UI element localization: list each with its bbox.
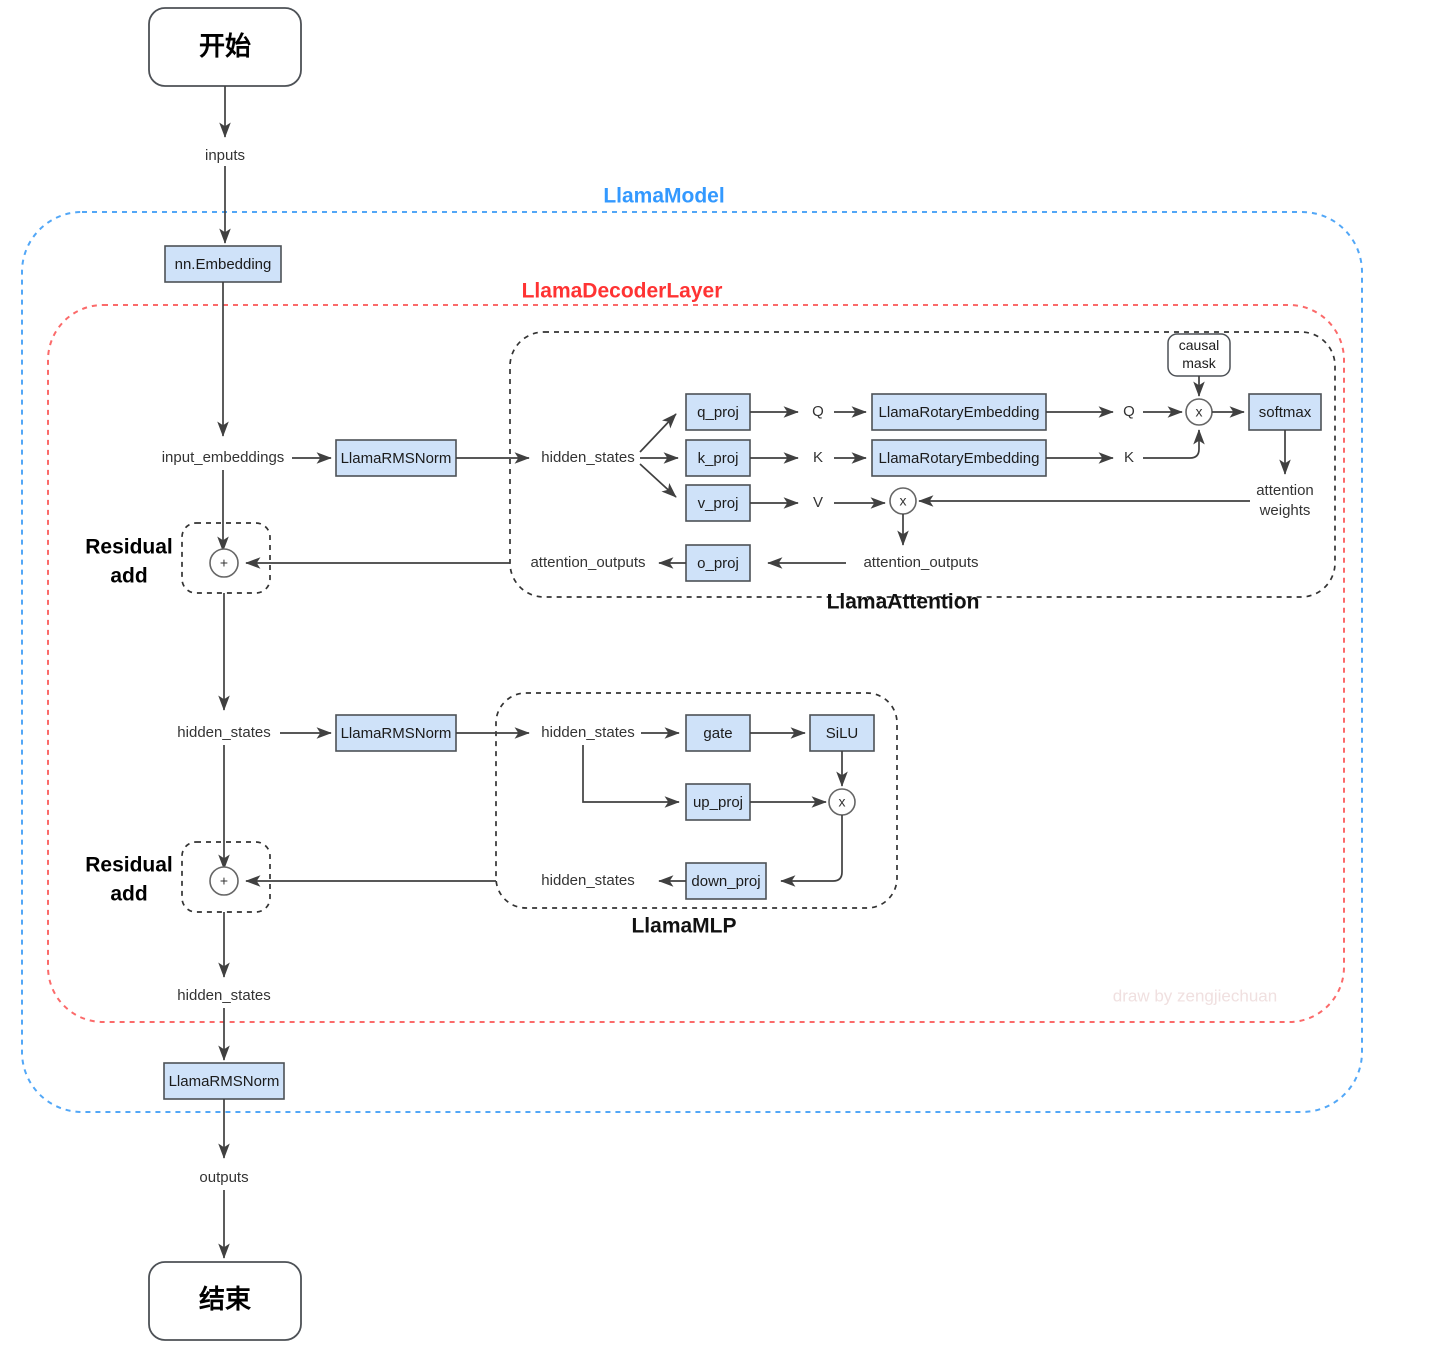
edge-label-hidden-states-mlp-in: hidden_states bbox=[541, 724, 634, 741]
node-rmsnorm-final bbox=[163, 1062, 285, 1100]
terminal-start-label: 开始 bbox=[199, 31, 251, 61]
residual-add-1-circle bbox=[209, 548, 239, 578]
edge-label-hidden-states-post: hidden_states bbox=[177, 987, 270, 1004]
edge-label-inputs: inputs bbox=[205, 147, 245, 164]
terminal-end bbox=[148, 1261, 302, 1341]
group-llama-attention-label: LlamaAttention bbox=[827, 591, 980, 614]
edge-label-input-embeddings: input_embeddings bbox=[162, 449, 285, 466]
edge-hidden-to-qproj bbox=[639, 413, 677, 453]
terminal-end-label: 结束 bbox=[199, 1284, 252, 1314]
node-k-proj-label: k_proj bbox=[698, 450, 739, 467]
node-nn-embedding bbox=[164, 245, 282, 283]
residual-add-1-box bbox=[181, 522, 271, 594]
group-llama-mlp bbox=[495, 692, 898, 909]
edge-hidden-to-vproj bbox=[639, 463, 677, 498]
node-down-proj-label: down_proj bbox=[691, 873, 760, 890]
node-rmsnorm-1-label: LlamaRMSNorm bbox=[341, 450, 452, 467]
node-nn-embedding-label: nn.Embedding bbox=[175, 256, 272, 273]
edge-label-hidden-states-mid: hidden_states bbox=[177, 724, 270, 741]
edge-label-v: V bbox=[813, 494, 823, 511]
node-rotary-q-label: LlamaRotaryEmbedding bbox=[879, 404, 1040, 421]
residual-add-2-circle bbox=[209, 866, 239, 896]
node-rmsnorm-1 bbox=[335, 439, 457, 477]
group-llama-mlp-label: LlamaMLP bbox=[631, 915, 736, 938]
group-llama-model-label: LlamaModel bbox=[603, 185, 724, 208]
node-up-proj bbox=[685, 783, 751, 821]
node-down-proj bbox=[685, 862, 767, 900]
op-mul-mlp-symbol: x bbox=[839, 794, 846, 810]
edge-label-hidden-states-mlp-out: hidden_states bbox=[541, 872, 634, 889]
edge-label-outputs: outputs bbox=[199, 1169, 248, 1186]
edge-label-hidden-states-attn-in: hidden_states bbox=[541, 449, 634, 466]
node-silu-label: SiLU bbox=[826, 725, 859, 742]
edge-mlp-hidden-to-upproj bbox=[582, 745, 680, 808]
node-gate bbox=[685, 714, 751, 752]
edge-label-k: K bbox=[813, 449, 823, 466]
node-k-proj bbox=[685, 439, 751, 477]
edge-mul-to-downproj bbox=[780, 815, 843, 887]
residual-add-2-label-line1: Residual bbox=[85, 854, 173, 877]
node-q-proj-label: q_proj bbox=[697, 404, 739, 421]
group-llama-decoder-layer-label: LlamaDecoderLayer bbox=[522, 280, 723, 303]
node-rmsnorm-final-label: LlamaRMSNorm bbox=[169, 1073, 280, 1090]
node-rmsnorm-2-label: LlamaRMSNorm bbox=[341, 725, 452, 742]
node-softmax-label: softmax bbox=[1259, 404, 1312, 421]
group-llama-model bbox=[21, 211, 1363, 1113]
residual-add-1-label-line2: add bbox=[110, 565, 147, 588]
residual-add-1-label-line1: Residual bbox=[85, 536, 173, 559]
residual-add-1-symbol: + bbox=[220, 555, 228, 571]
residual-add-2-symbol: + bbox=[220, 873, 228, 889]
residual-add-2-label-line2: add bbox=[110, 883, 147, 906]
node-up-proj-label: up_proj bbox=[693, 794, 743, 811]
edge-label-attention-weights-line1: attention bbox=[1256, 482, 1314, 499]
edge-label-k-rotated: K bbox=[1124, 449, 1134, 466]
edge-label-q-rotated: Q bbox=[1123, 403, 1135, 420]
node-v-proj-label: v_proj bbox=[698, 495, 739, 512]
op-matmul-av-symbol: x bbox=[900, 493, 907, 509]
node-v-proj bbox=[685, 484, 751, 522]
watermark: draw by zengjiechuan bbox=[1113, 986, 1277, 1005]
edge-k2-to-matmul bbox=[1143, 429, 1205, 459]
edge-label-attention-outputs-outer: attention_outputs bbox=[530, 554, 645, 571]
node-rotary-k-label: LlamaRotaryEmbedding bbox=[879, 450, 1040, 467]
edge-label-attention-outputs-inner: attention_outputs bbox=[863, 554, 978, 571]
group-llama-decoder-layer bbox=[47, 304, 1345, 1023]
node-o-proj-label: o_proj bbox=[697, 555, 739, 572]
residual-add-2-box bbox=[181, 841, 271, 913]
edge-label-q: Q bbox=[812, 403, 824, 420]
op-matmul-qk-symbol: x bbox=[1196, 404, 1203, 420]
edge-label-attention-weights-line2: weights bbox=[1259, 502, 1311, 519]
node-gate-label: gate bbox=[703, 725, 732, 742]
